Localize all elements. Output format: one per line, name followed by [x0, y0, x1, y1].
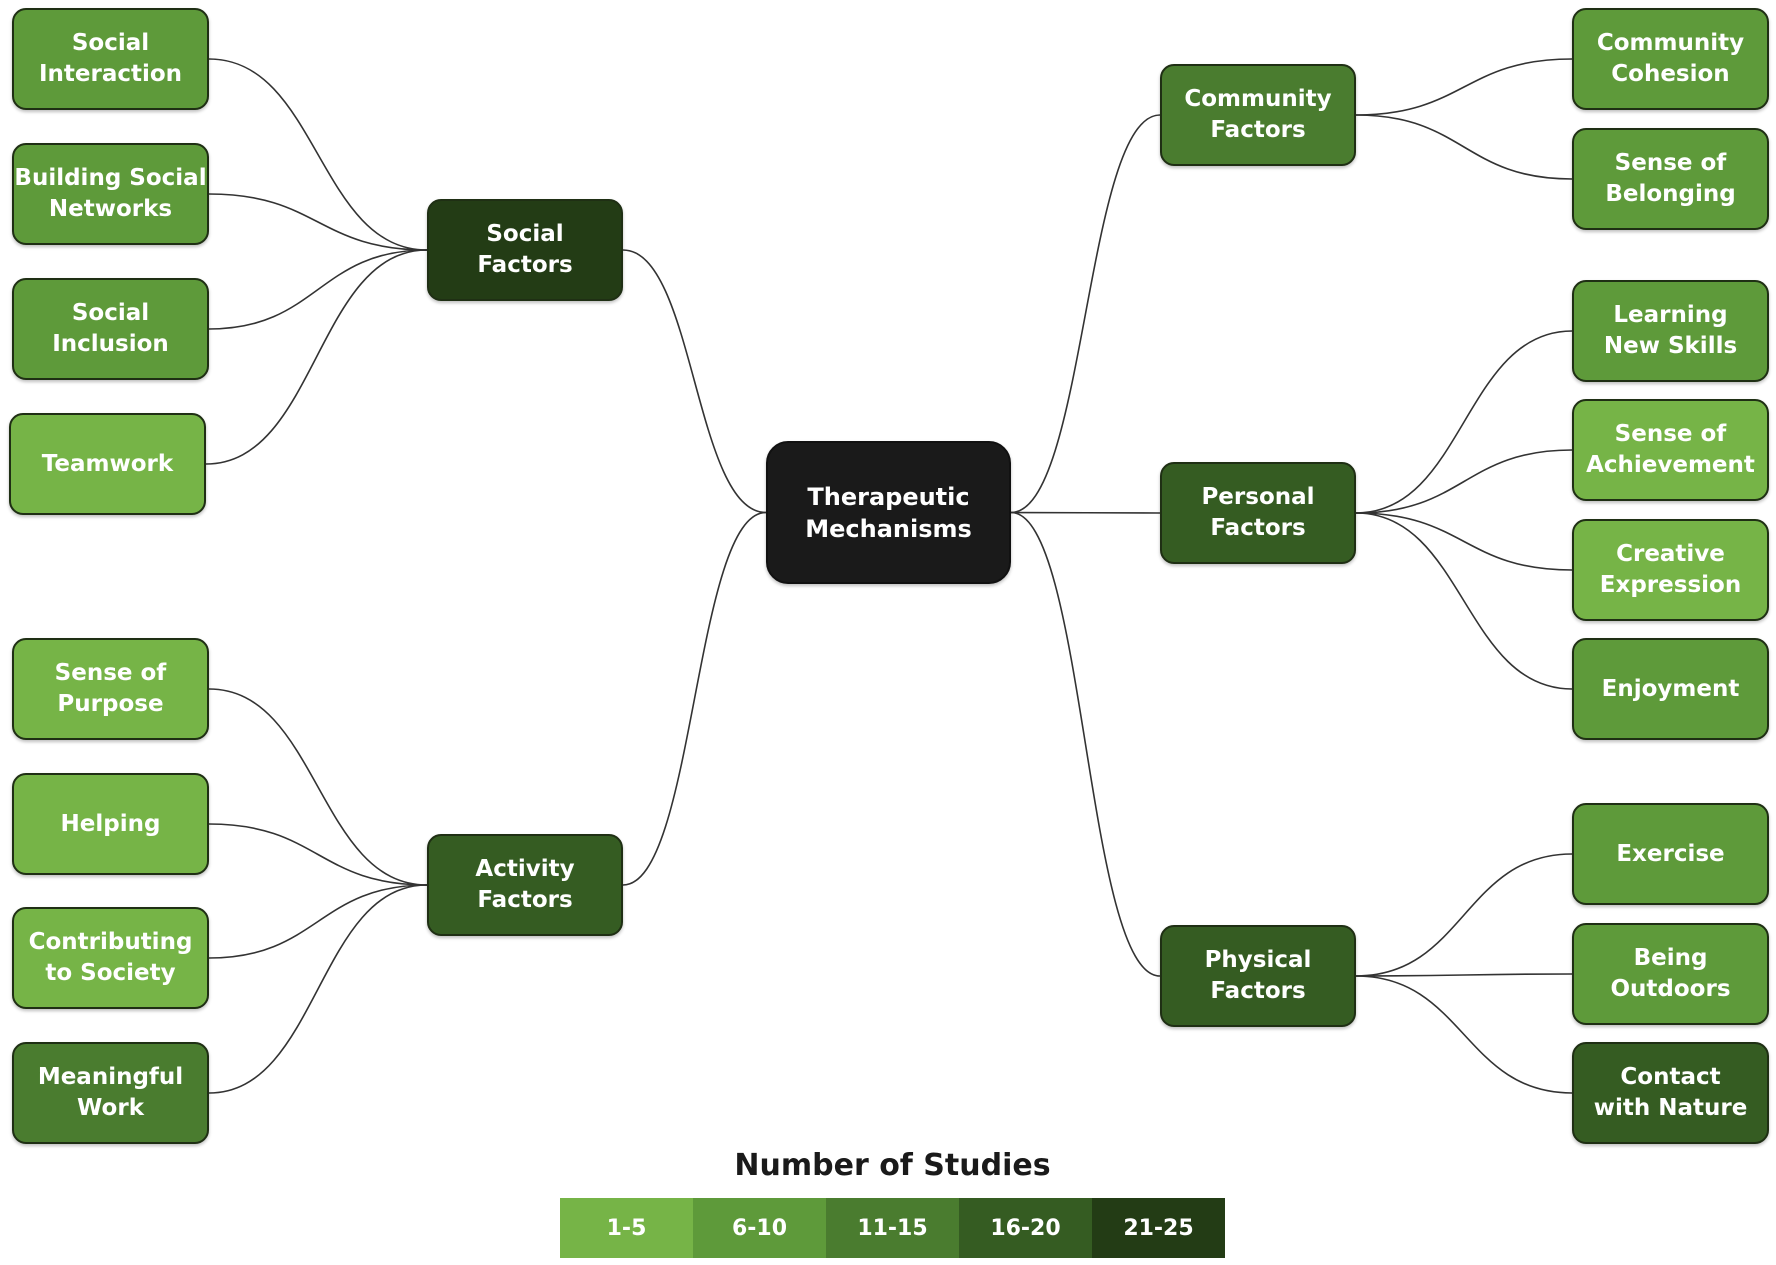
edge-personal-creative-expression	[1355, 512, 1573, 571]
legend-item-21-25: 21-25	[1092, 1198, 1225, 1258]
edge-social-social-interaction	[208, 58, 428, 251]
node-sense-of-belonging: Sense of Belonging	[1572, 128, 1769, 230]
node-physical: Physical Factors	[1160, 925, 1356, 1027]
edge-physical-exercise	[1355, 853, 1573, 977]
legend-title: Number of Studies	[734, 1148, 1051, 1183]
edge-personal-enjoyment	[1355, 512, 1573, 690]
node-meaningful-work: Meaningful Work	[12, 1042, 209, 1144]
node-enjoyment: Enjoyment	[1572, 638, 1769, 740]
edge-physical-contact-with-nature	[1355, 975, 1573, 1094]
legend-item-1-5: 1-5	[560, 1198, 693, 1258]
edge-community-community-cohesion	[1355, 58, 1573, 116]
node-social-interaction: Social Interaction	[12, 8, 209, 110]
node-contact-with-nature: Contact with Nature	[1572, 1042, 1769, 1144]
node-root: Therapeutic Mechanisms	[766, 441, 1011, 584]
edge-activity-contributing-to-society	[208, 884, 428, 959]
edge-social-teamwork	[205, 249, 428, 465]
node-exercise: Exercise	[1572, 803, 1769, 905]
node-sense-of-purpose: Sense of Purpose	[12, 638, 209, 740]
legend-item-6-10: 6-10	[693, 1198, 826, 1258]
edge-root-activity	[622, 511, 767, 886]
edge-root-physical	[1010, 511, 1161, 977]
edge-activity-meaningful-work	[208, 884, 428, 1094]
node-social: Social Factors	[427, 199, 623, 301]
node-being-outdoors: Being Outdoors	[1572, 923, 1769, 1025]
node-building-social-networks: Building Social Networks	[12, 143, 209, 245]
node-community-cohesion: Community Cohesion	[1572, 8, 1769, 110]
edge-root-social	[622, 249, 767, 514]
node-social-inclusion: Social Inclusion	[12, 278, 209, 380]
node-learning-new-skills: Learning New Skills	[1572, 280, 1769, 382]
node-community: Community Factors	[1160, 64, 1356, 166]
node-teamwork: Teamwork	[9, 413, 206, 515]
edge-activity-sense-of-purpose	[208, 688, 428, 886]
node-contributing-to-society: Contributing to Society	[12, 907, 209, 1009]
edge-root-personal	[1010, 511, 1161, 514]
edge-personal-learning-new-skills	[1355, 330, 1573, 514]
edge-social-social-inclusion	[208, 249, 428, 330]
edge-activity-helping	[208, 823, 428, 886]
node-creative-expression: Creative Expression	[1572, 519, 1769, 621]
node-sense-of-achievement: Sense of Achievement	[1572, 399, 1769, 501]
node-helping: Helping	[12, 773, 209, 875]
edge-root-community	[1010, 114, 1161, 514]
legend-item-11-15: 11-15	[826, 1198, 959, 1258]
node-activity: Activity Factors	[427, 834, 623, 936]
edge-physical-being-outdoors	[1355, 973, 1573, 977]
edge-personal-sense-of-achievement	[1355, 449, 1573, 514]
legend-item-16-20: 16-20	[959, 1198, 1092, 1258]
edge-community-sense-of-belonging	[1355, 114, 1573, 180]
node-personal: Personal Factors	[1160, 462, 1356, 564]
edge-social-building-social-networks	[208, 193, 428, 251]
